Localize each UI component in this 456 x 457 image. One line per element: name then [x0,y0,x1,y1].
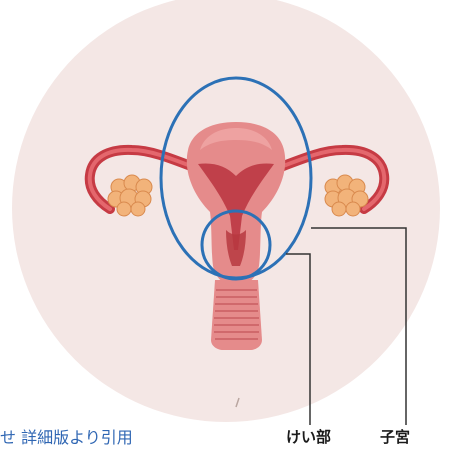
cervix-label: けい部 [286,428,331,446]
source-caption: せ 詳細版より引用 [0,429,133,447]
uterus-label: 子宮 [380,428,410,446]
